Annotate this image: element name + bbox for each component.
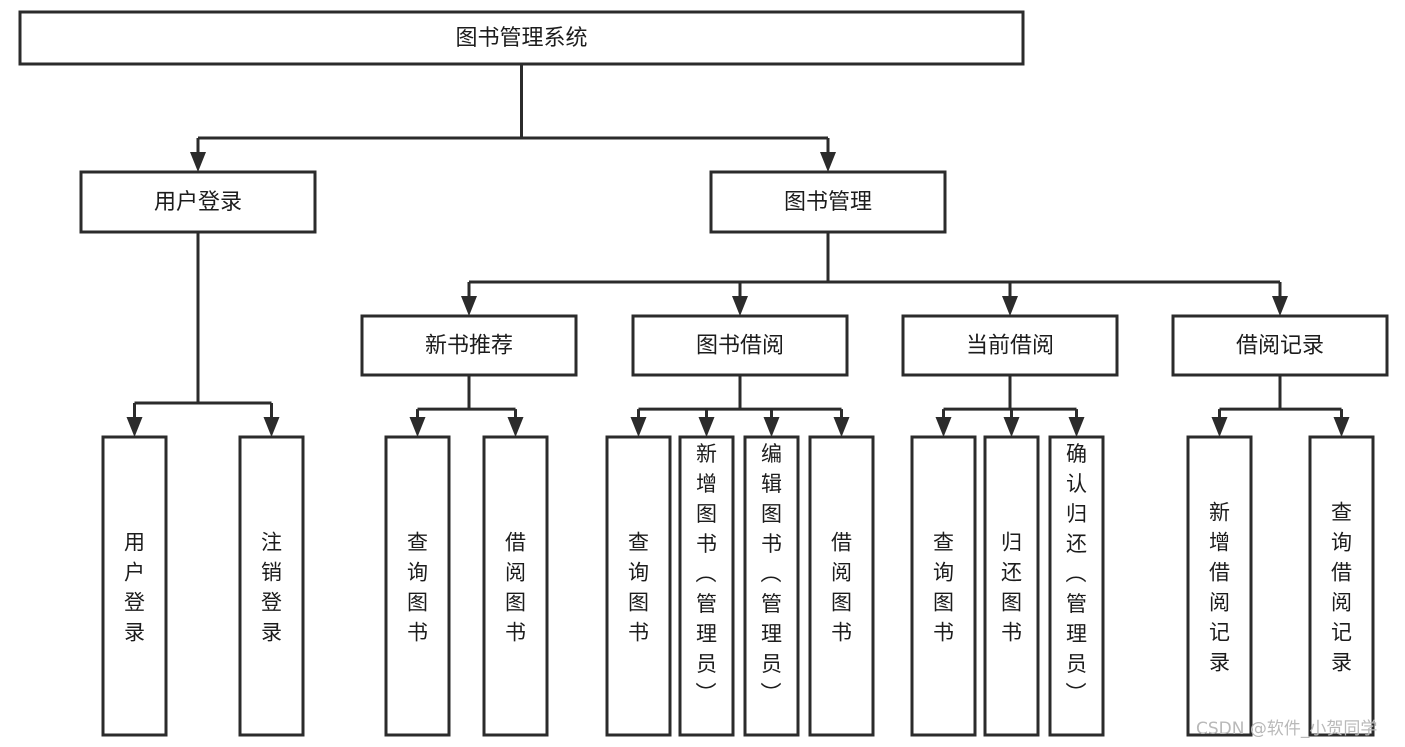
arrow-head-icon bbox=[833, 417, 850, 437]
node-box[interactable] bbox=[808, 435, 875, 737]
node-leaf-query-book-1[interactable]: 查询图书 bbox=[384, 435, 451, 737]
node-leaf-edit-book[interactable]: 编辑图书（管理员） bbox=[743, 435, 800, 737]
node-label: 新增图书（管理员） bbox=[696, 442, 718, 706]
node-leaf-borrow-book-1[interactable]: 借阅图书 bbox=[482, 435, 549, 737]
node-box[interactable] bbox=[631, 314, 849, 377]
connectors-layer bbox=[126, 64, 1350, 437]
node-root[interactable]: 图书管理系统 bbox=[18, 10, 1025, 66]
node-current-borrow[interactable]: 当前借阅 bbox=[901, 314, 1119, 377]
node-box[interactable] bbox=[910, 435, 977, 737]
node-leaf-query-book-3[interactable]: 查询图书 bbox=[910, 435, 977, 737]
edge-user-login-to-leaves bbox=[126, 232, 280, 437]
node-leaf-add-book[interactable]: 新增图书（管理员） bbox=[678, 435, 735, 737]
node-label: 查询借阅记录 bbox=[1331, 500, 1352, 674]
edge-book-borrow-to-leaves bbox=[630, 375, 850, 437]
arrow-head-icon bbox=[461, 296, 477, 316]
node-label: 图书借阅 bbox=[696, 334, 784, 359]
node-box[interactable] bbox=[360, 314, 578, 377]
edge-borrow-record-to-leaves bbox=[1211, 375, 1350, 437]
arrow-head-icon bbox=[763, 417, 780, 437]
node-label: 编辑图书（管理员） bbox=[761, 442, 783, 706]
node-box[interactable] bbox=[238, 435, 305, 737]
arrow-head-icon bbox=[732, 296, 748, 316]
arrow-head-icon bbox=[630, 417, 647, 437]
arrow-head-icon bbox=[1333, 417, 1350, 437]
node-label: 图书管理系统 bbox=[455, 26, 587, 51]
arrow-head-icon bbox=[1211, 417, 1228, 437]
arrow-head-icon bbox=[935, 417, 952, 437]
node-book-borrow[interactable]: 图书借阅 bbox=[631, 314, 849, 377]
arrow-head-icon bbox=[1068, 417, 1085, 437]
arrow-head-icon bbox=[263, 417, 280, 437]
node-box[interactable] bbox=[79, 170, 317, 234]
node-box[interactable] bbox=[678, 435, 735, 737]
node-box[interactable] bbox=[482, 435, 549, 737]
arrow-head-icon bbox=[507, 417, 524, 437]
node-label: 图书管理 bbox=[784, 190, 872, 215]
arrow-head-icon bbox=[1003, 417, 1020, 437]
node-leaf-return-book[interactable]: 归还图书 bbox=[983, 435, 1040, 737]
arrow-head-icon bbox=[1002, 296, 1018, 316]
node-book-manage[interactable]: 图书管理 bbox=[709, 170, 947, 234]
node-borrow-record[interactable]: 借阅记录 bbox=[1171, 314, 1389, 377]
arrow-head-icon bbox=[820, 152, 836, 172]
node-label: 确认归还（管理员） bbox=[1066, 442, 1088, 706]
node-label: 归还图书 bbox=[1001, 530, 1022, 644]
node-box[interactable] bbox=[709, 170, 947, 234]
node-leaf-query-book-2[interactable]: 查询图书 bbox=[605, 435, 672, 737]
node-label: 注销登录 bbox=[261, 530, 282, 644]
node-user-login[interactable]: 用户登录 bbox=[79, 170, 317, 234]
csdn-watermark: CSDN @软件_小贺同学 bbox=[1196, 719, 1377, 739]
nodes-layer: 图书管理系统用户登录图书管理新书推荐图书借阅当前借阅借阅记录用户登录注销登录查询… bbox=[18, 10, 1389, 737]
node-leaf-add-record[interactable]: 新增借阅记录 bbox=[1186, 435, 1253, 737]
node-label: 借阅记录 bbox=[1236, 334, 1324, 359]
node-box[interactable] bbox=[1186, 435, 1253, 737]
node-box[interactable] bbox=[983, 435, 1040, 737]
node-label: 查询图书 bbox=[407, 530, 428, 644]
node-box[interactable] bbox=[1308, 435, 1375, 737]
edge-current-borrow-to-leaves bbox=[935, 375, 1085, 437]
watermark-layer: CSDN @软件_小贺同学 bbox=[1196, 719, 1377, 739]
node-box[interactable] bbox=[384, 435, 451, 737]
node-label: 用户登录 bbox=[154, 190, 242, 215]
node-label: 查询图书 bbox=[628, 530, 649, 644]
node-label: 借阅图书 bbox=[505, 530, 526, 644]
node-leaf-confirm-return[interactable]: 确认归还（管理员） bbox=[1048, 435, 1105, 737]
node-box[interactable] bbox=[743, 435, 800, 737]
edge-root-to-level2 bbox=[190, 64, 836, 172]
node-box[interactable] bbox=[605, 435, 672, 737]
node-label: 借阅图书 bbox=[831, 530, 852, 644]
arrow-head-icon bbox=[698, 417, 715, 437]
node-label: 新增借阅记录 bbox=[1209, 500, 1230, 674]
arrow-head-icon bbox=[1272, 296, 1288, 316]
arrow-head-icon bbox=[409, 417, 426, 437]
node-box[interactable] bbox=[18, 10, 1025, 66]
node-leaf-borrow-book-2[interactable]: 借阅图书 bbox=[808, 435, 875, 737]
node-label: 用户登录 bbox=[124, 530, 145, 644]
node-label: 新书推荐 bbox=[425, 334, 513, 359]
node-label: 查询图书 bbox=[933, 530, 954, 644]
node-box[interactable] bbox=[101, 435, 168, 737]
node-new-book-rec[interactable]: 新书推荐 bbox=[360, 314, 578, 377]
node-leaf-user-login[interactable]: 用户登录 bbox=[101, 435, 168, 737]
arrow-head-icon bbox=[190, 152, 206, 172]
edge-book-manage-to-level3 bbox=[461, 232, 1288, 316]
node-box[interactable] bbox=[901, 314, 1119, 377]
arrow-head-icon bbox=[126, 417, 143, 437]
node-leaf-logout[interactable]: 注销登录 bbox=[238, 435, 305, 737]
node-box[interactable] bbox=[1171, 314, 1389, 377]
node-leaf-query-record[interactable]: 查询借阅记录 bbox=[1308, 435, 1375, 737]
node-box[interactable] bbox=[1048, 435, 1105, 737]
node-label: 当前借阅 bbox=[966, 334, 1054, 359]
edge-new-book-rec-to-leaves bbox=[409, 375, 524, 437]
